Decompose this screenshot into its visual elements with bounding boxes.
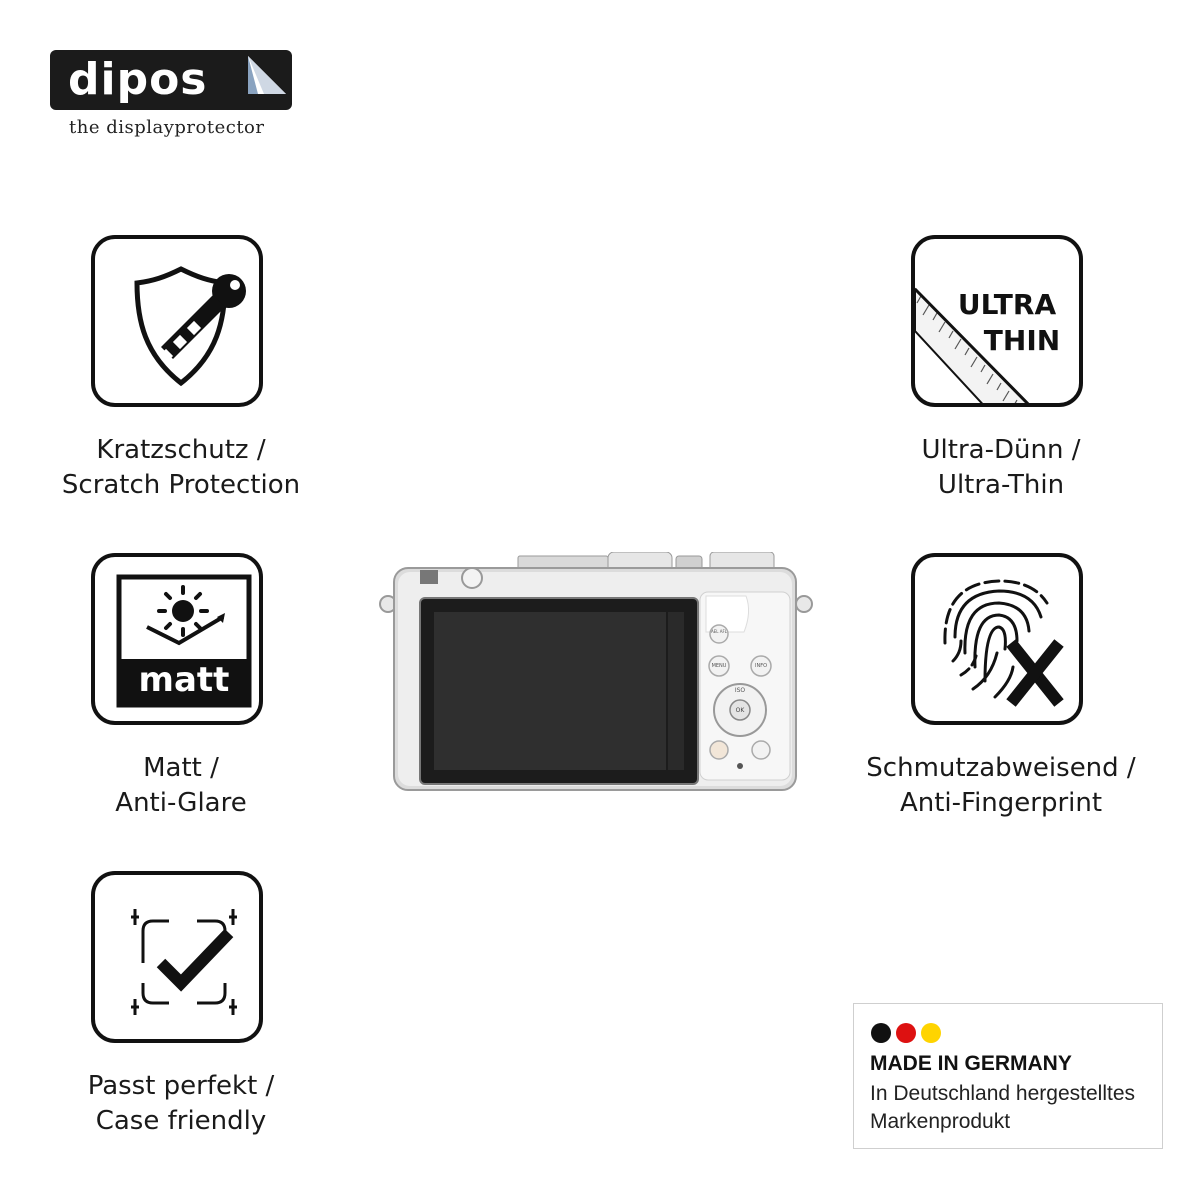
made-in-germany-title: MADE IN GERMANY [870,1052,1072,1075]
feature-caption-case: Passt perfekt / Case friendly [1,1069,361,1139]
caption-line-de: Matt / [143,753,219,783]
flag-dot-gold [921,1023,941,1043]
feature-caption-ultrathin: Ultra-Dünn / Ultra-Thin [821,433,1181,503]
feature-case-friendly [91,871,263,1043]
matt-badge-text: matt [138,660,230,700]
flag-dot-red [896,1023,916,1043]
perfect-fit-check-icon [131,909,237,1015]
feature-caption-matt: Matt / Anti-Glare [1,751,361,821]
made-in-germany-badge: MADE IN GERMANY In Deutschland hergestel… [853,1003,1163,1149]
caption-line-en: Scratch Protection [61,470,301,500]
iso-label: ISO [734,687,746,694]
camera-back-icon [379,551,813,791]
logo-peel-corner-icon [248,56,286,94]
feature-anti-fingerprint [911,553,1083,725]
caption-line-de: Passt perfekt / [87,1071,275,1101]
ultra-thin-ruler-icon [915,287,1030,403]
menu-button: MENU [711,663,727,669]
matt-sun-icon [116,574,252,708]
caption-line-en: Anti-Fingerprint [899,788,1103,818]
made-in-line1: In Deutschland hergestelltes [870,1082,1135,1105]
feature-scratch-protection [91,235,263,407]
feature-matt: matt [91,553,263,725]
flag-dot-black [871,1023,891,1043]
caption-line-de: Ultra-Dünn / [921,435,1081,465]
made-in-line2: Markenprodukt [870,1110,1011,1133]
caption-line-de: Schmutzabweisend / [866,753,1136,783]
ultra-thin-badge: ULTRA THIN [947,287,1067,359]
fingerprint-x-icon [943,579,1064,707]
shield-key-icon [134,266,246,387]
info-button: INFO [754,663,768,669]
logo-wordmark: dipos [68,54,208,105]
feature-ultra-thin: ULTRA THIN [911,235,1083,407]
made-in-germany-text: In Deutschland hergestelltes Markenprodu… [870,1080,1160,1136]
badge-ultra: ULTRA [957,288,1057,321]
badge-thin: THIN [983,324,1061,357]
logo-tagline: the displayprotector [69,117,265,138]
caption-line-en: Ultra-Thin [937,470,1065,500]
ok-button: OK [735,707,745,714]
caption-line-en: Anti-Glare [115,788,247,818]
camera-back-view: AEL AFL MENU INFO ISO OK [376,551,816,796]
feature-caption-scratch: Kratzschutz / Scratch Protection [1,433,361,503]
feature-caption-fingerprint: Schmutzabweisend / Anti-Fingerprint [821,751,1181,821]
caption-line-de: Kratzschutz / [96,435,266,465]
caption-line-en: Case friendly [95,1106,267,1136]
ael-afl-button: AEL AFL [710,629,728,634]
